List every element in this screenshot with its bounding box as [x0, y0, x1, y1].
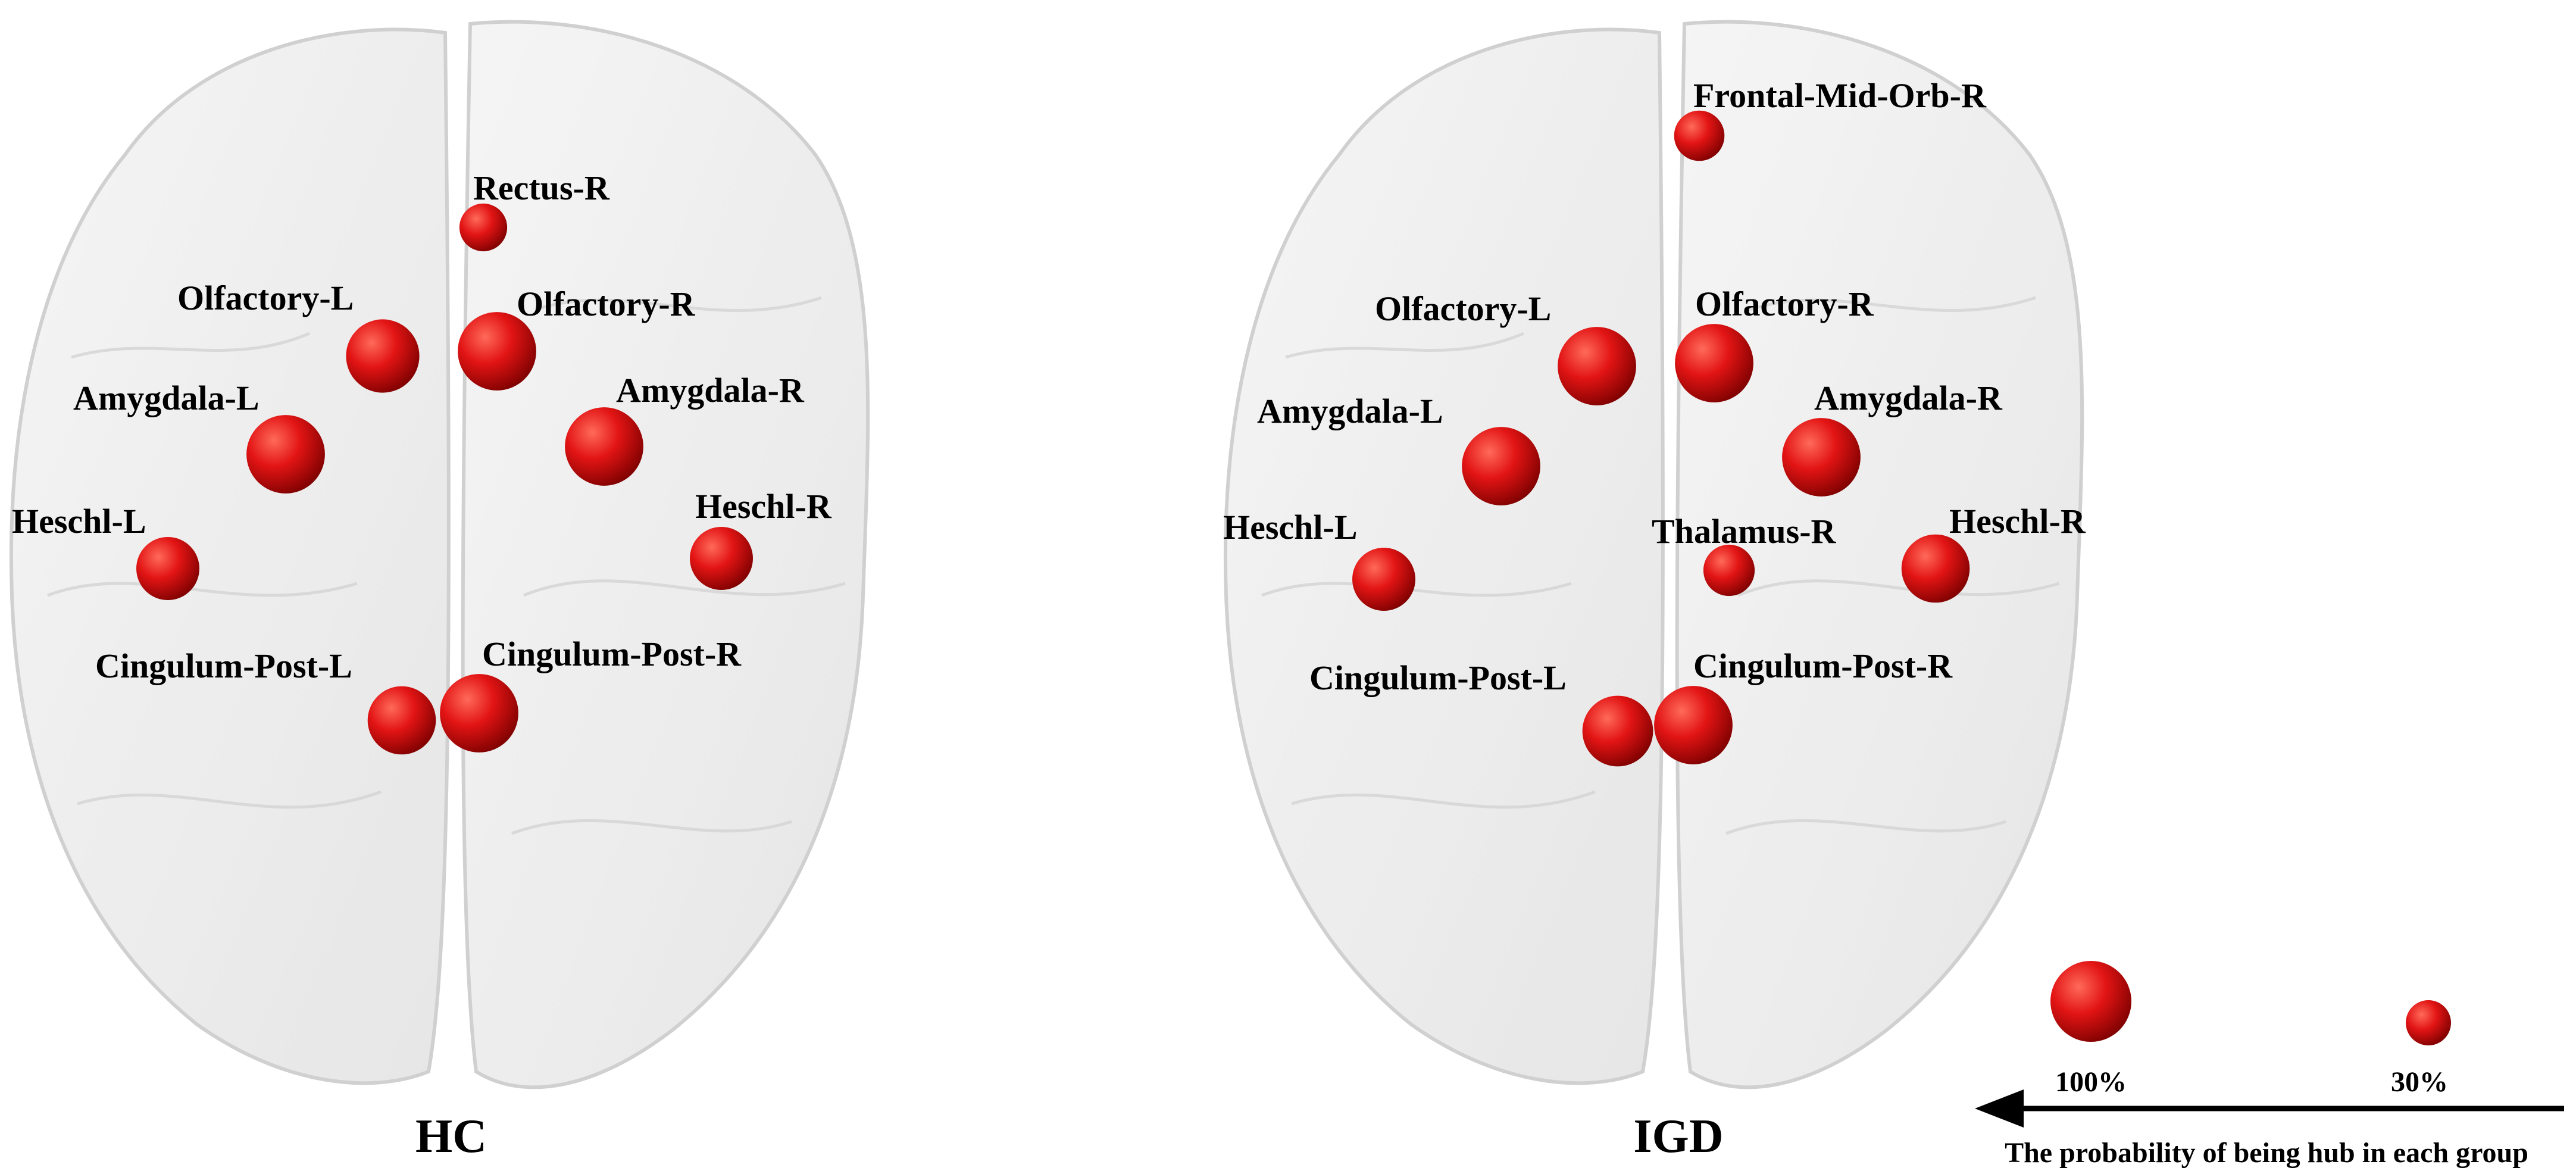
- brain-igd: [1223, 20, 2084, 1089]
- brain-hc-left-hemisphere: [9, 27, 451, 1085]
- legend-sphere-large: [2050, 961, 2131, 1042]
- hub-node-cingulum-post-r[interactable]: Cingulum-Post-R: [440, 635, 742, 753]
- hub-label: Amygdala-L: [1257, 392, 1443, 430]
- hub-node-cingulum-post-l[interactable]: Cingulum-Post-L: [95, 647, 436, 755]
- group-title-igd: IGD: [1633, 1110, 1723, 1163]
- hub-label: Cingulum-Post-L: [95, 647, 352, 685]
- hub-node-olfactory-l[interactable]: Olfactory-L: [1375, 289, 1636, 405]
- legend-label-large: 100%: [2055, 1066, 2127, 1098]
- hub-label: Olfactory-R: [517, 285, 696, 323]
- hub-node-thalamus-r[interactable]: Thalamus-R: [1652, 512, 1837, 597]
- hub-node-amygdala-r[interactable]: Amygdala-R: [1782, 379, 2003, 497]
- hub-sphere: [1352, 548, 1415, 611]
- hub-sphere: [246, 415, 325, 494]
- hub-label: Olfactory-R: [1695, 285, 1874, 323]
- hub-sphere: [1901, 534, 1970, 603]
- hub-sphere: [346, 319, 420, 393]
- hub-sphere: [458, 312, 536, 391]
- hub-sphere: [440, 674, 518, 753]
- brain-igd-left-hemisphere: [1223, 27, 1665, 1085]
- hub-label: Heschl-L: [1223, 508, 1358, 547]
- hub-label: Amygdala-R: [1814, 379, 2003, 417]
- hub-sphere: [136, 537, 199, 600]
- hub-sphere: [367, 686, 436, 755]
- hub-label: Amygdala-L: [73, 379, 260, 417]
- hub-sphere: [1654, 686, 1733, 764]
- hub-label: Olfactory-L: [177, 279, 354, 317]
- hub-label: Frontal-Mid-Orb-R: [1693, 76, 1987, 115]
- hub-node-cingulum-post-r[interactable]: Cingulum-Post-R: [1654, 647, 1953, 764]
- hub-sphere: [459, 203, 508, 252]
- hub-node-heschl-l[interactable]: Heschl-L: [12, 502, 199, 600]
- hub-node-amygdala-l[interactable]: Amygdala-L: [73, 379, 325, 494]
- hc-nodes: Rectus-R Olfactory-L Olfactory-R Amygdal…: [12, 168, 832, 755]
- hub-sphere: [1558, 327, 1636, 405]
- igd-nodes: Frontal-Mid-Orb-R Olfactory-L Olfactory-…: [1223, 76, 2086, 767]
- hub-node-olfactory-r[interactable]: Olfactory-R: [458, 285, 696, 391]
- hub-node-olfactory-r[interactable]: Olfactory-R: [1675, 285, 1874, 402]
- legend-label-small: 30%: [2391, 1066, 2448, 1098]
- hub-node-heschl-r[interactable]: Heschl-R: [690, 487, 832, 590]
- group-title-hc: HC: [415, 1110, 487, 1163]
- hub-sphere: [1462, 427, 1540, 505]
- hub-label: Cingulum-Post-R: [1693, 647, 1953, 685]
- hub-node-frontal-mid-orb-r[interactable]: Frontal-Mid-Orb-R: [1674, 76, 1987, 161]
- hub-label: Heschl-R: [695, 487, 832, 526]
- legend-caption: The probability of being hub in each gro…: [2005, 1137, 2528, 1169]
- hub-sphere: [690, 527, 753, 590]
- legend: 100% 30% The probability of being hub in…: [1975, 961, 2564, 1169]
- hub-label: Cingulum-Post-R: [482, 635, 742, 673]
- hub-node-amygdala-l[interactable]: Amygdala-L: [1257, 392, 1540, 505]
- hub-node-heschl-l[interactable]: Heschl-L: [1223, 508, 1415, 611]
- hub-label: Heschl-L: [12, 502, 146, 541]
- hub-sphere: [1582, 695, 1653, 767]
- hub-sphere: [565, 407, 643, 486]
- hub-label: Thalamus-R: [1652, 512, 1837, 551]
- hub-label: Amygdala-R: [616, 371, 805, 410]
- legend-arrow-head: [1975, 1089, 2024, 1128]
- hub-label: Heschl-R: [1949, 502, 2086, 541]
- brain-hc: [9, 20, 870, 1089]
- hub-label: Olfactory-L: [1375, 289, 1551, 328]
- hub-node-cingulum-post-l[interactable]: Cingulum-Post-L: [1309, 658, 1653, 767]
- legend-sphere-small: [2406, 1000, 2451, 1045]
- hub-node-rectus-r[interactable]: Rectus-R: [459, 168, 610, 252]
- hub-sphere: [1782, 418, 1861, 497]
- hub-label: Cingulum-Post-L: [1309, 658, 1567, 697]
- hub-sphere: [1703, 544, 1755, 597]
- hub-node-olfactory-l[interactable]: Olfactory-L: [177, 279, 420, 393]
- hub-sphere: [1674, 110, 1725, 161]
- hub-sphere: [1675, 324, 1753, 402]
- hub-label: Rectus-R: [473, 168, 610, 207]
- hub-node-amygdala-r[interactable]: Amygdala-R: [565, 371, 805, 486]
- hub-node-heschl-r[interactable]: Heschl-R: [1901, 502, 2086, 603]
